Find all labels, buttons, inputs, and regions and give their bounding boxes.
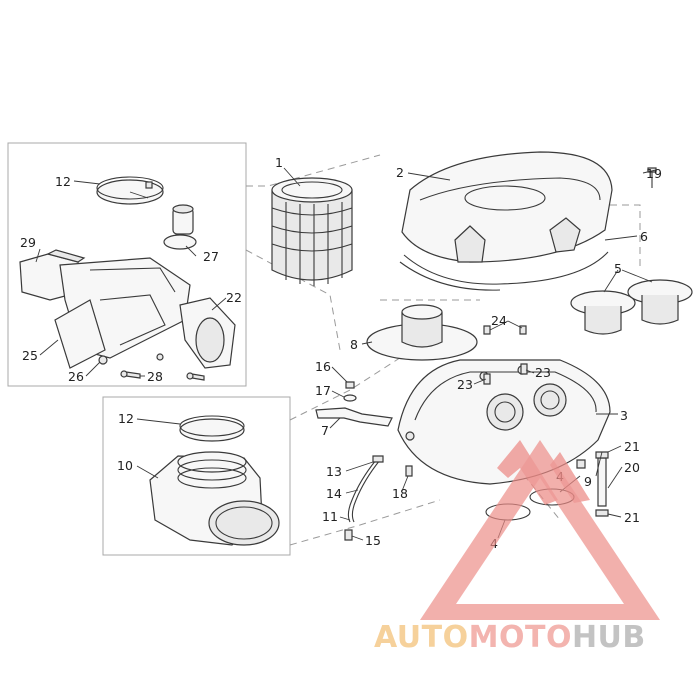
- callout-12-top: 12: [55, 174, 71, 189]
- callout-5: 5: [614, 261, 622, 276]
- clamp-12-bottom: [179, 415, 245, 442]
- callout-26: 26: [68, 369, 84, 384]
- watermark-moto: MOTO: [469, 620, 572, 655]
- callout-27: 27: [203, 249, 219, 264]
- bracket-7: [315, 407, 393, 427]
- airbox-cover-2: [401, 151, 613, 263]
- callout-16: 16: [315, 359, 331, 374]
- cover-gasket-6: [399, 251, 609, 291]
- callout-25: 25: [22, 348, 38, 363]
- callout-6: 6: [640, 229, 648, 244]
- callout-21-top: 21: [624, 439, 640, 454]
- callout-24: 24: [491, 313, 507, 328]
- callout-12-bottom: 12: [118, 411, 134, 426]
- callout-8: 8: [350, 337, 358, 352]
- svg-text:AUTOMOTOHUB: AUTOMOTOHUB: [374, 620, 646, 655]
- callout-13: 13: [326, 464, 342, 479]
- callout-10: 10: [117, 458, 133, 473]
- callout-3: 3: [620, 408, 628, 423]
- callout-22: 22: [226, 290, 242, 305]
- left-assembly-box: [7, 142, 247, 387]
- watermark-auto: AUTO: [374, 620, 469, 655]
- callout-17: 17: [315, 383, 331, 398]
- velocity-stacks-5: [570, 279, 693, 335]
- callout-15: 15: [365, 533, 381, 548]
- watermark-hub: HUB: [572, 620, 646, 655]
- seal-8: [366, 304, 478, 361]
- callout-1: 1: [275, 155, 283, 170]
- callout-11: 11: [322, 509, 338, 524]
- callout-18: 18: [392, 486, 408, 501]
- leader-lines: [35, 167, 657, 541]
- intake-assembly-box: [102, 396, 291, 556]
- fasteners-16-17-18: [343, 381, 413, 477]
- callout-21-bottom: 21: [624, 510, 640, 525]
- callout-2: 2: [396, 165, 404, 180]
- intake-boot-10: [149, 451, 280, 546]
- callout-20: 20: [624, 460, 640, 475]
- callout-23-left: 23: [457, 377, 473, 392]
- clamp-12-top: [96, 176, 164, 205]
- callout-23-right: 23: [535, 365, 551, 380]
- callout-29: 29: [20, 235, 36, 250]
- watermark-logo: AUTOMOTOHUB: [374, 440, 660, 655]
- callout-9: 9: [584, 474, 592, 489]
- stud-9-20-21: [576, 451, 609, 517]
- callout-14: 14: [326, 486, 342, 501]
- filter-element-1: [271, 177, 353, 286]
- callout-7: 7: [321, 423, 329, 438]
- screws-28: [120, 353, 205, 381]
- callout-28: 28: [147, 369, 163, 384]
- duct-assembly-left: [19, 249, 236, 369]
- callout-19: 19: [646, 166, 662, 181]
- watermark-mark: [497, 440, 590, 505]
- nipple-27: [163, 204, 197, 250]
- drain-hose-13-14: [344, 455, 384, 541]
